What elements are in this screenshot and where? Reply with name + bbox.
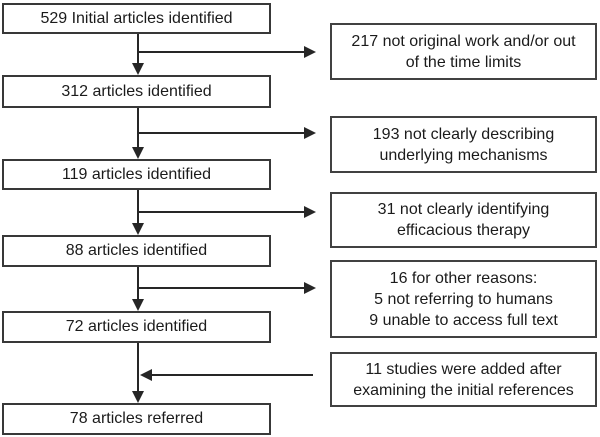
stage-box-articles-312: 312 articles identified (2, 75, 271, 108)
exclusion-box-label: 16 for other reasons: 5 not referring to… (369, 269, 558, 329)
arrow-exclusion-1 (138, 46, 316, 58)
arrow-exclusion-3 (138, 206, 316, 218)
stage-box-articles-referred: 78 articles referred (2, 403, 271, 435)
inclusion-box-added-studies: 11 studies were added after examining th… (330, 352, 597, 407)
inclusion-box-label: 11 studies were added after examining th… (353, 360, 574, 399)
exclusion-box-label: 217 not original work and/or out of the … (351, 32, 576, 71)
arrow-inclusion-added-studies (140, 369, 313, 381)
arrow-stage2-to-stage3 (132, 108, 144, 159)
arrow-stage4-to-stage5 (132, 267, 144, 311)
stage-box-label: 312 articles identified (61, 82, 212, 100)
stage-box-label: 78 articles referred (69, 410, 204, 427)
exclusion-box-not-identifying-therapy: 31 not clearly identifying efficacious t… (330, 192, 597, 248)
stage-box-articles-88: 88 articles identified (2, 235, 271, 267)
arrow-exclusion-4 (138, 282, 316, 294)
arrow-stage5-to-stage6 (132, 343, 144, 403)
stage-box-label: 119 articles identified (61, 165, 212, 183)
arrow-stage1-to-stage2 (132, 34, 144, 75)
stage-box-initial-articles: 529 Initial articles identified (2, 3, 271, 34)
exclusion-box-not-describing-mechanisms: 193 not clearly describing underlying me… (330, 116, 597, 173)
exclusion-box-other-reasons: 16 for other reasons: 5 not referring to… (330, 260, 597, 338)
stage-box-label: 88 articles identified (65, 242, 208, 259)
stage-box-articles-119: 119 articles identified (2, 159, 271, 190)
stage-box-articles-72: 72 articles identified (2, 311, 271, 343)
exclusion-box-not-original-work: 217 not original work and/or out of the … (330, 23, 597, 80)
stage-box-label: 529 Initial articles identified (40, 9, 233, 27)
exclusion-box-label: 31 not clearly identifying efficacious t… (377, 201, 550, 239)
stage-box-label: 72 articles identified (65, 318, 208, 335)
arrow-stage3-to-stage4 (132, 190, 144, 235)
arrow-exclusion-2 (138, 127, 316, 139)
exclusion-box-label: 193 not clearly describing underlying me… (372, 125, 555, 164)
